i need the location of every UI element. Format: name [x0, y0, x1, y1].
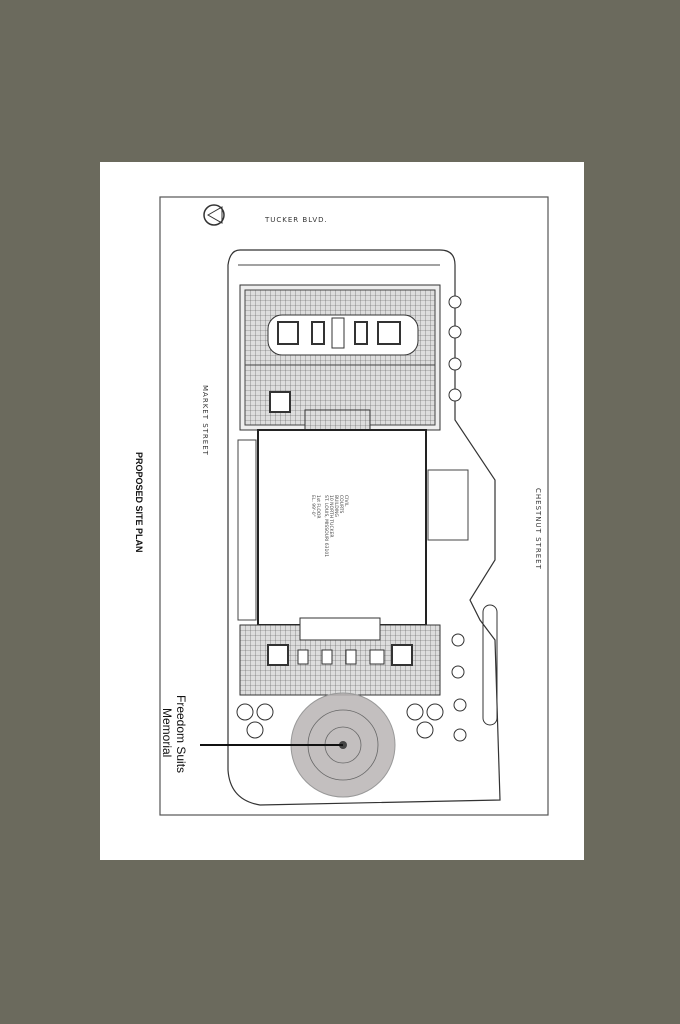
north-arrow-icon: [203, 204, 225, 226]
callout-line: Freedom Suits: [174, 695, 188, 773]
callout-line: Memorial: [160, 708, 174, 757]
building-line: 1st FLOOR: [315, 495, 321, 519]
south-plaza: [239, 617, 441, 696]
chestnut-planter: [482, 604, 498, 726]
civil-courts-building: [257, 429, 427, 626]
north-plaza: [239, 284, 441, 436]
street-trees: [236, 295, 467, 742]
site-boundary: [227, 249, 501, 806]
building-line: ST. LOUIS, MISSOURI 63101: [323, 495, 329, 557]
east-entrance: [427, 469, 469, 541]
street-label-left: MARKET STREET: [201, 385, 209, 456]
memorial-callout: Freedom Suits Memorial: [160, 695, 188, 773]
building-line: COURTS: [338, 495, 344, 514]
plan-title: PROPOSED SITE PLAN: [134, 452, 144, 553]
building-line: CIVIL: [343, 495, 349, 507]
west-walkway: [237, 439, 257, 621]
street-label-top: TUCKER BLVD.: [264, 216, 328, 224]
building-line: EL. 99'-0": [310, 495, 316, 517]
building-line: 10 NORTH TUCKER: [328, 495, 334, 538]
plan-border: [159, 196, 549, 816]
street-label-right: CHESTNUT STREET: [534, 488, 542, 570]
building-line: BUILDING: [333, 495, 339, 517]
building-label: CIVIL COURTS BUILDING 10 NORTH TUCKER ST…: [310, 495, 349, 557]
